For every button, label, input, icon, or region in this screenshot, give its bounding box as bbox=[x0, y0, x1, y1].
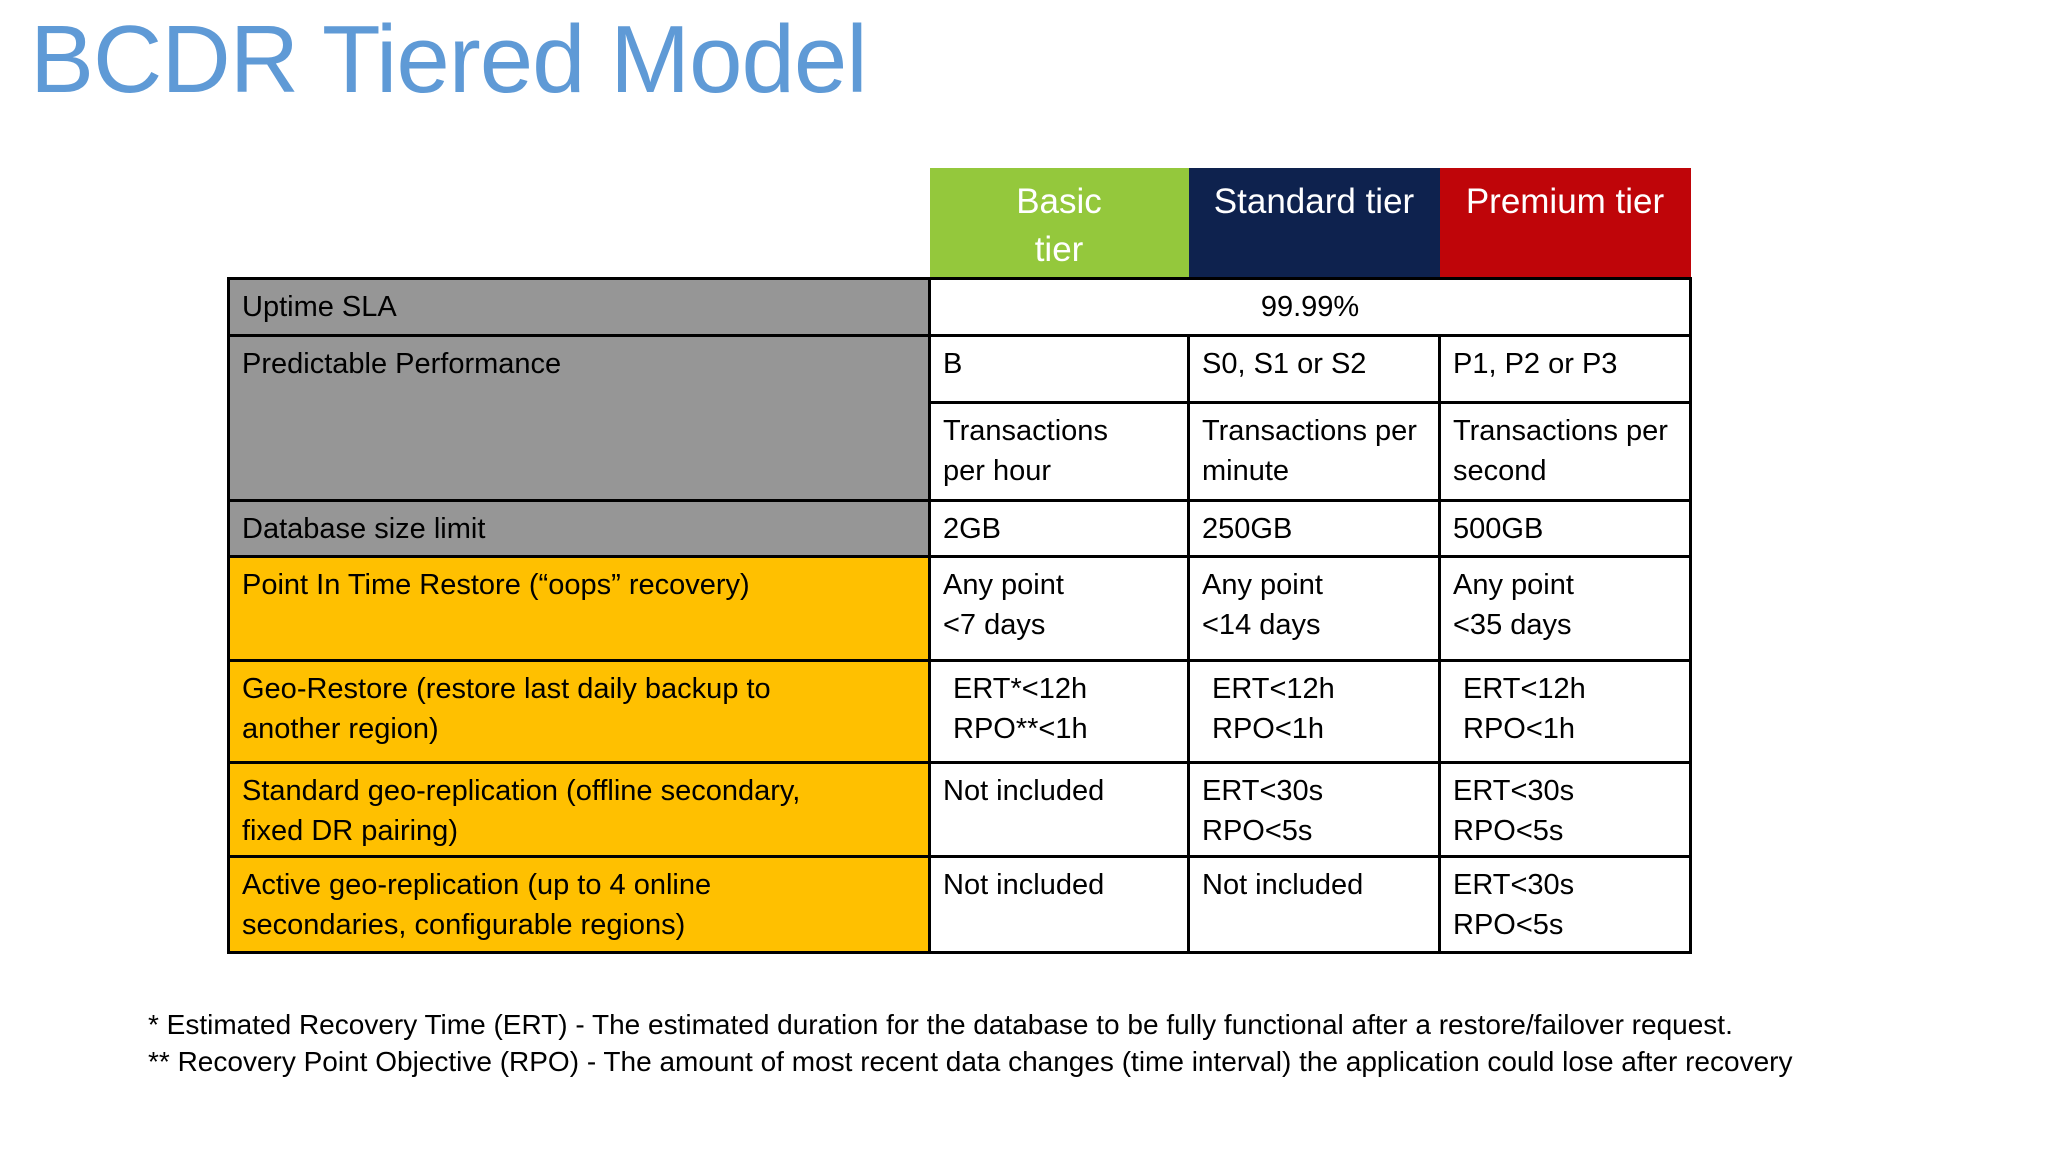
row-label-database-size-limit: Database size limit bbox=[227, 498, 931, 558]
corner-spacer bbox=[229, 168, 930, 278]
cell-performance-basic: B bbox=[928, 333, 1190, 404]
footnote-rpo: ** Recovery Point Objective (RPO) - The … bbox=[148, 1046, 1793, 1077]
cell-pitr-premium: Any point <35 days bbox=[1438, 554, 1692, 662]
cell-stdgeorep-standard: ERT<30s RPO<5s bbox=[1187, 760, 1441, 858]
cell-stdgeorep-premium: ERT<30s RPO<5s bbox=[1438, 760, 1692, 858]
row-label-predictable-performance: Predictable Performance bbox=[227, 333, 931, 502]
cell-performance-standard: S0, S1 or S2 bbox=[1187, 333, 1441, 404]
cell-georestore-premium: ERT<12h RPO<1h bbox=[1438, 658, 1692, 764]
tier-header-basic: Basic tier bbox=[929, 168, 1189, 278]
row-label-point-in-time-restore: Point In Time Restore (“oops” recovery) bbox=[227, 554, 931, 662]
cell-georestore-basic: ERT*<12h RPO**<1h bbox=[928, 658, 1190, 764]
cell-performance-premium: P1, P2 or P3 bbox=[1438, 333, 1692, 404]
footnote-ert: * Estimated Recovery Time (ERT) - The es… bbox=[148, 1009, 1733, 1040]
tier-header-premium: Premium tier bbox=[1439, 168, 1691, 278]
tier-comparison-table: Basic tier Standard tier Premium tier Up… bbox=[227, 168, 1692, 954]
cell-transactions-premium: Transactions per second bbox=[1438, 400, 1692, 502]
cell-dbsize-basic: 2GB bbox=[928, 498, 1190, 558]
footnotes: * Estimated Recovery Time (ERT) - The es… bbox=[148, 1006, 1792, 1080]
slide-title: BCDR Tiered Model bbox=[30, 6, 868, 113]
cell-activegeorep-basic: Not included bbox=[928, 854, 1190, 954]
tier-header-standard: Standard tier bbox=[1188, 168, 1440, 278]
cell-uptime-sla-all-tiers: 99.99% bbox=[928, 276, 1692, 337]
cell-transactions-basic: Transactions per hour bbox=[928, 400, 1190, 502]
row-label-active-geo-replication: Active geo-replication (up to 4 online s… bbox=[227, 854, 931, 954]
row-label-uptime-sla: Uptime SLA bbox=[227, 276, 931, 337]
row-label-standard-geo-replication: Standard geo-replication (offline second… bbox=[227, 760, 931, 858]
cell-dbsize-standard: 250GB bbox=[1187, 498, 1441, 558]
cell-pitr-basic: Any point <7 days bbox=[928, 554, 1190, 662]
cell-transactions-standard: Transactions per minute bbox=[1187, 400, 1441, 502]
cell-activegeorep-premium: ERT<30s RPO<5s bbox=[1438, 854, 1692, 954]
cell-georestore-standard: ERT<12h RPO<1h bbox=[1187, 658, 1441, 764]
cell-dbsize-premium: 500GB bbox=[1438, 498, 1692, 558]
row-label-geo-restore: Geo-Restore (restore last daily backup t… bbox=[227, 658, 931, 764]
cell-activegeorep-standard: Not included bbox=[1187, 854, 1441, 954]
cell-pitr-standard: Any point <14 days bbox=[1187, 554, 1441, 662]
cell-stdgeorep-basic: Not included bbox=[928, 760, 1190, 858]
